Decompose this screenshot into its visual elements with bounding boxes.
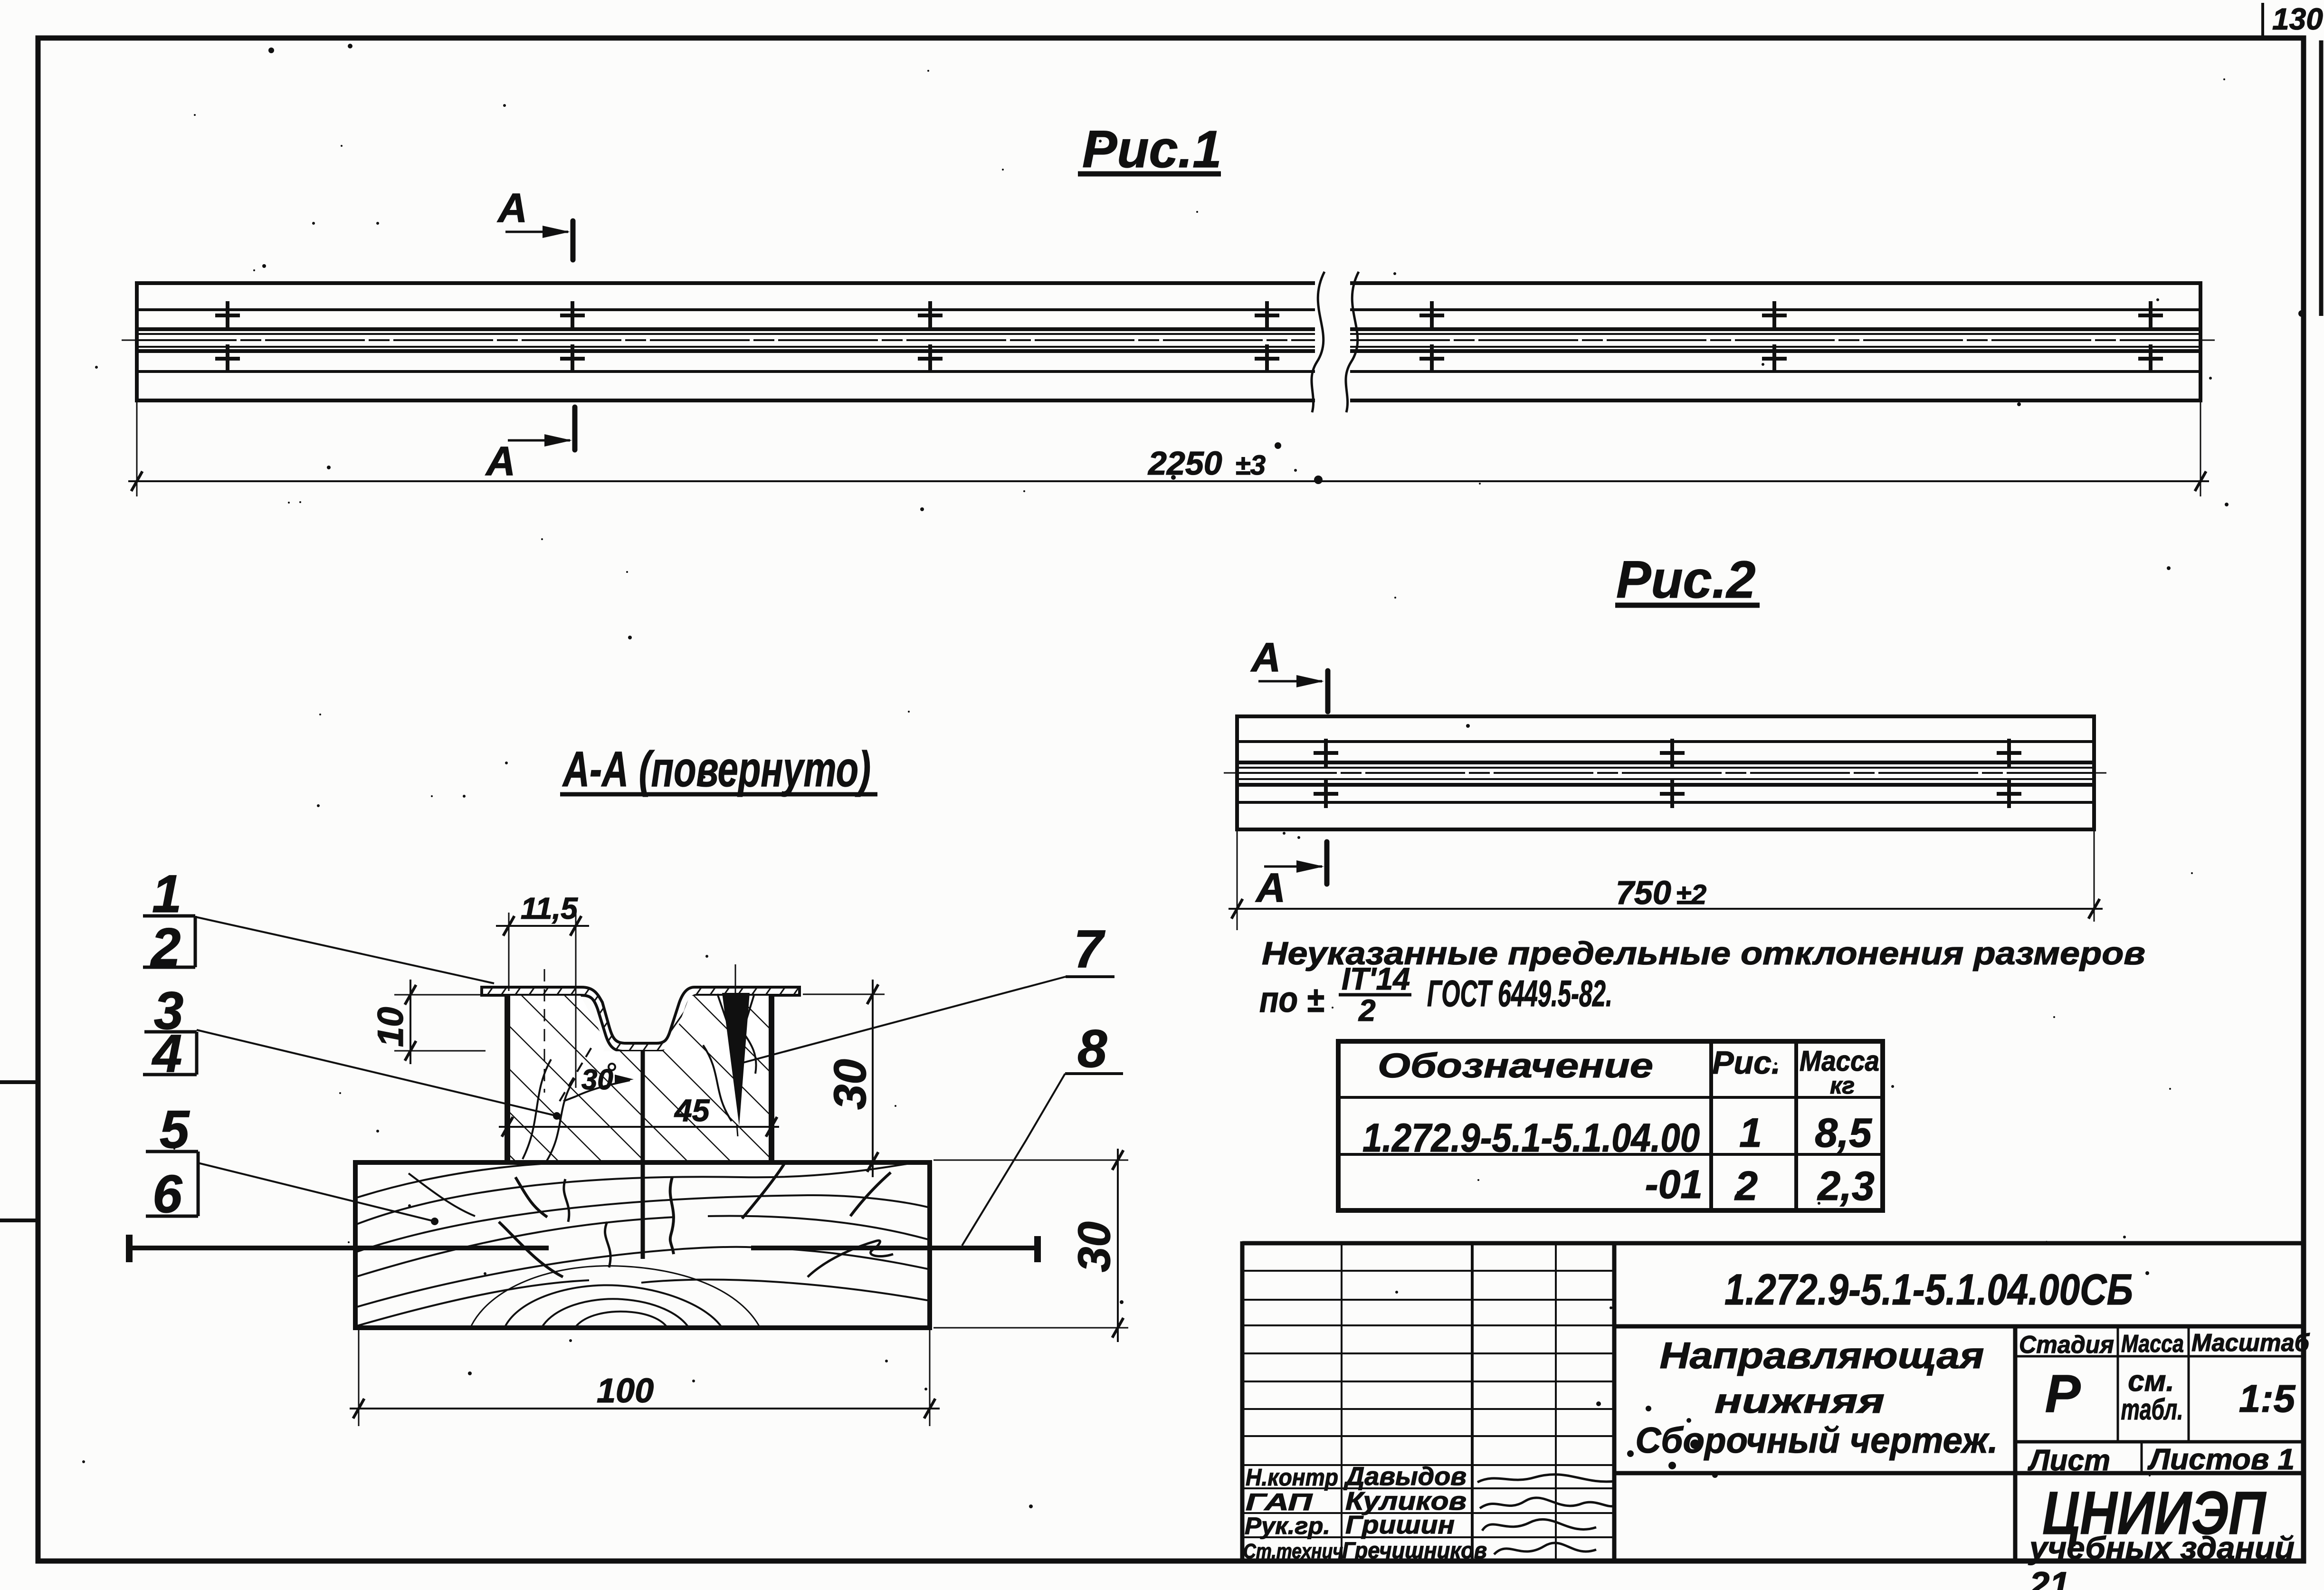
svg-text:А: А bbox=[1255, 865, 1286, 911]
svg-text:учебных зданий: учебных зданий bbox=[2028, 1530, 2295, 1565]
svg-text:А: А bbox=[485, 438, 515, 484]
svg-text:ГАП: ГАП bbox=[1246, 1489, 1313, 1515]
svg-text:30: 30 bbox=[825, 1059, 876, 1110]
svg-text:130: 130 bbox=[2272, 2, 2323, 36]
svg-text:1: 1 bbox=[1739, 1110, 1762, 1156]
svg-text:Рис.2: Рис.2 bbox=[1616, 551, 1755, 609]
svg-text:Н.контр: Н.контр bbox=[1246, 1464, 1338, 1491]
svg-text:Рис.: Рис. bbox=[1712, 1045, 1781, 1081]
svg-text:Обозначение: Обозначение bbox=[1378, 1047, 1653, 1085]
svg-text:ЦНИИЭП: ЦНИИЭП bbox=[2042, 1479, 2267, 1547]
svg-text:Сборочный чертеж.: Сборочный чертеж. bbox=[1636, 1420, 1998, 1461]
svg-text:1:5: 1:5 bbox=[2239, 1377, 2296, 1420]
svg-text:Листов 1: Листов 1 bbox=[2147, 1443, 2295, 1476]
svg-text:см.: см. bbox=[2128, 1365, 2174, 1398]
svg-text:Р: Р bbox=[2045, 1364, 2081, 1423]
svg-text:1: 1 bbox=[152, 864, 181, 924]
svg-text:45: 45 bbox=[674, 1093, 710, 1128]
svg-text:10: 10 bbox=[371, 1007, 411, 1047]
svg-text:30: 30 bbox=[1069, 1221, 1120, 1272]
svg-text:Масса: Масса bbox=[1800, 1045, 1879, 1077]
svg-text:2: 2 bbox=[1358, 993, 1376, 1028]
svg-text:8: 8 bbox=[1077, 1019, 1107, 1078]
svg-text:Гречишников: Гречишников bbox=[1342, 1538, 1487, 1563]
svg-text:Рис.1: Рис.1 bbox=[1082, 120, 1221, 179]
svg-text:750: 750 bbox=[1616, 874, 1671, 911]
svg-text:2: 2 bbox=[1734, 1163, 1758, 1209]
svg-text:Неуказанные предельные отклоне: Неуказанные предельные отклонения размер… bbox=[1262, 935, 2145, 971]
svg-text:2250: 2250 bbox=[1147, 445, 1222, 482]
svg-text:8,5: 8,5 bbox=[1815, 1110, 1872, 1156]
svg-text:Ст.технич: Ст.технич bbox=[1243, 1540, 1343, 1563]
svg-text:Рук.гр.: Рук.гр. bbox=[1245, 1513, 1330, 1539]
svg-text:1.272.9-5.1-5.1.04.00СБ: 1.272.9-5.1-5.1.04.00СБ bbox=[1724, 1266, 2133, 1314]
svg-text:Стадия: Стадия bbox=[2019, 1331, 2114, 1359]
svg-text:Направляющая: Направляющая bbox=[1660, 1334, 1984, 1376]
svg-text:Масштаб: Масштаб bbox=[2191, 1329, 2310, 1357]
svg-text:Масса: Масса bbox=[2121, 1330, 2184, 1358]
svg-text:100: 100 bbox=[597, 1372, 654, 1410]
svg-text:21: 21 bbox=[2029, 1565, 2070, 1590]
svg-text:Давыдов: Давыдов bbox=[1343, 1462, 1467, 1491]
svg-text:Лист: Лист bbox=[2028, 1444, 2110, 1477]
svg-text:7: 7 bbox=[1074, 919, 1105, 979]
svg-text:11,5: 11,5 bbox=[521, 891, 578, 925]
svg-text:±2: ±2 bbox=[1676, 879, 1706, 910]
svg-text:ГОСТ 6449.5-82.: ГОСТ 6449.5-82. bbox=[1427, 972, 1612, 1014]
svg-text:нижняя: нижняя bbox=[1714, 1382, 1885, 1420]
svg-text:А-А (повернуто): А-А (повернуто) bbox=[562, 742, 871, 797]
svg-text:-01: -01 bbox=[1645, 1162, 1703, 1207]
svg-text:1.272.9-5.1-5.1.04.00: 1.272.9-5.1-5.1.04.00 bbox=[1362, 1115, 1700, 1160]
svg-text:А: А bbox=[497, 185, 527, 231]
svg-text:±3: ±3 bbox=[1235, 450, 1266, 481]
svg-text:2,3: 2,3 bbox=[1817, 1163, 1875, 1209]
svg-text:табл.: табл. bbox=[2121, 1393, 2183, 1426]
svg-text:кг: кг bbox=[1830, 1072, 1855, 1099]
svg-text:Куликов: Куликов bbox=[1345, 1487, 1467, 1515]
svg-text:по ±: по ± bbox=[1259, 980, 1324, 1020]
svg-text:IT'14: IT'14 bbox=[1342, 961, 1410, 996]
svg-text:А: А bbox=[1250, 635, 1281, 680]
svg-text:6: 6 bbox=[152, 1164, 182, 1224]
svg-text:Гришин: Гришин bbox=[1345, 1511, 1455, 1539]
